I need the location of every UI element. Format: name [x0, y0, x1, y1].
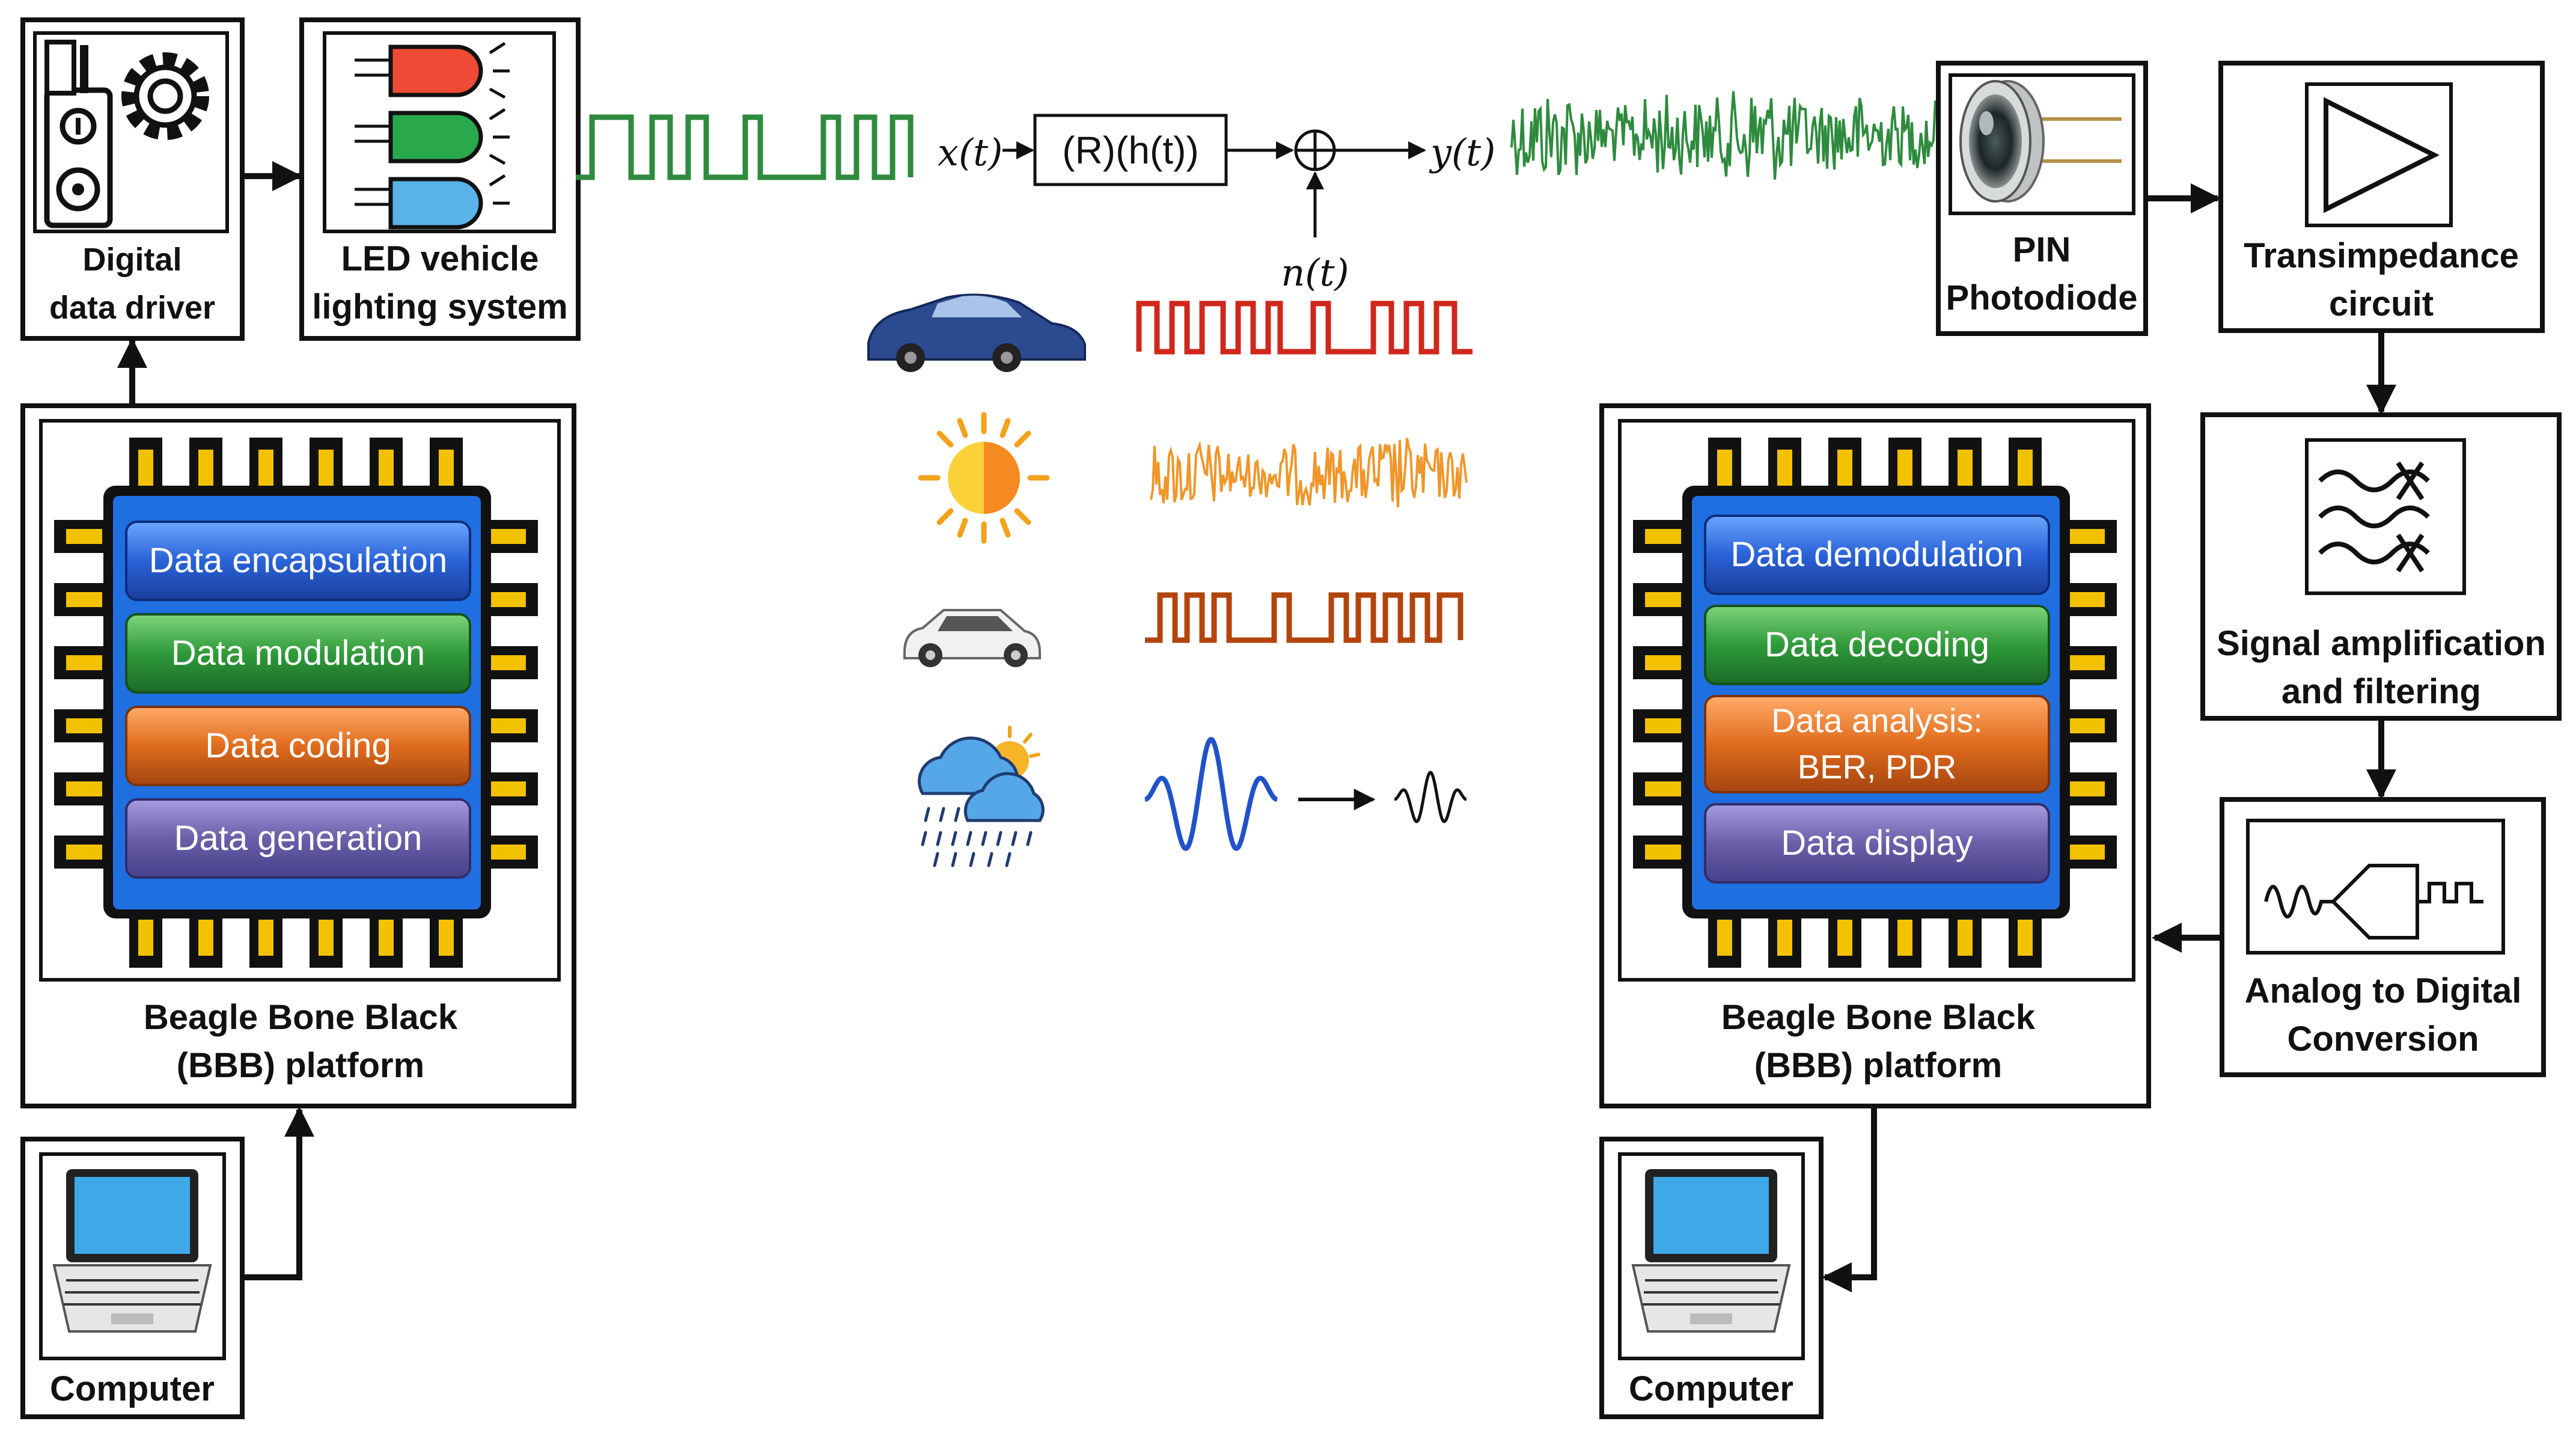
tx-layer-1: Data encapsulation: [125, 521, 471, 601]
filter-block: Signal amplification and filtering: [2200, 412, 2562, 721]
adc-label-line1: Analog to Digital: [2245, 971, 2522, 1010]
filter-label-line2: and filtering: [2281, 672, 2481, 711]
tx-layer-3: Data coding: [125, 706, 471, 786]
tx-layer-2: Data modulation: [125, 613, 471, 694]
tx-computer-block: Computer: [20, 1137, 245, 1419]
small-car-icon: [903, 609, 1041, 667]
noise-label: n(t): [1281, 251, 1349, 295]
summing-junction: [1294, 129, 1336, 171]
rx-bbb-label-line1: Beagle Bone Black: [1721, 998, 2036, 1037]
led-icon: [355, 41, 510, 230]
tx-layer-4-label: Data generation: [174, 819, 423, 858]
arrow-bbb-to-computer: [1822, 1106, 1877, 1292]
filter-icon: [2318, 461, 2430, 573]
car-icon: [867, 293, 1086, 372]
brown-square-wave: [1145, 592, 1463, 643]
tx-bbb-platform-block: Data encapsulation Data modulation Data …: [20, 403, 576, 1108]
tx-chip: [54, 438, 538, 968]
led-lighting-block: LED vehicle lighting system: [299, 17, 581, 341]
weather-icon: [918, 726, 1045, 867]
photodiode-label-line1: PIN: [2013, 230, 2071, 269]
channel-model: x(t) (R)(h(t)) n(t) y(t): [576, 91, 1937, 295]
adc-block: Analog to Digital Conversion: [2220, 797, 2546, 1077]
rx-layer-3-label-line2: BER, PDR: [1798, 748, 1957, 786]
tx-layer-4: Data generation: [125, 798, 471, 879]
rx-layer-3: Data analysis: BER, PDR: [1704, 695, 2050, 793]
gear-icon: [44, 40, 209, 228]
output-signal-label: y(t): [1429, 130, 1495, 174]
rx-computer-label: Computer: [1629, 1369, 1793, 1408]
weather-wave-large: [1144, 736, 1278, 851]
filter-label-line1: Signal amplification: [2217, 624, 2546, 663]
tx-layer-1-label: Data encapsulation: [149, 541, 448, 580]
photodiode-label-line2: Photodiode: [1946, 278, 2138, 317]
rx-computer-block: Computer: [1599, 1137, 1824, 1419]
adc-icon: [2264, 864, 2483, 940]
rx-bbb-platform-block: Data demodulation Data decoding Data ana…: [1599, 403, 2151, 1108]
input-signal-label: x(t): [938, 130, 1003, 174]
rx-layer-2-label: Data decoding: [1765, 625, 1989, 664]
sunlight-noise: [1150, 438, 1468, 508]
rx-layer-1-label: Data demodulation: [1731, 535, 2024, 574]
driver-label-line1: Digital: [82, 242, 182, 278]
photodiode-icon: [1959, 80, 2122, 203]
tx-bbb-label-line2: (BBB) platform: [177, 1046, 424, 1085]
red-square-wave: [1136, 301, 1473, 355]
rx-layer-1: Data demodulation: [1704, 515, 2050, 595]
led-label-line1: LED vehicle: [341, 239, 539, 278]
received-noisy-signal: [1510, 91, 1937, 180]
rx-layer-3-label-line1: Data analysis:: [1771, 701, 1983, 739]
tia-label-line1: Transimpedance: [2244, 236, 2519, 275]
photodiode-block: PIN Photodiode: [1936, 61, 2148, 336]
adc-label-line2: Conversion: [2287, 1019, 2479, 1059]
rx-layer-2: Data decoding: [1704, 605, 2050, 685]
rx-layer-4: Data display: [1704, 803, 2050, 884]
laptop-icon: [52, 1169, 212, 1333]
tx-layer-2-label: Data modulation: [171, 634, 425, 673]
driver-label-line2: data driver: [49, 290, 215, 326]
sun-icon: [918, 412, 1050, 544]
tia-block: Transimpedance circuit: [2218, 61, 2545, 333]
rx-layer-4-label: Data display: [1781, 823, 1973, 863]
led-label-line2: lighting system: [312, 287, 567, 326]
tx-bbb-label-line1: Beagle Bone Black: [144, 998, 458, 1037]
digital-data-driver-block: Digital data driver: [20, 17, 245, 341]
rx-bbb-label-line2: (BBB) platform: [1754, 1046, 2002, 1085]
amplifier-icon: [2324, 97, 2440, 213]
tia-label-line2: circuit: [2329, 284, 2434, 323]
weather-wave-small: [1394, 771, 1467, 823]
interference-sources: [867, 293, 1473, 867]
channel-response-label: (R)(h(t)): [1062, 129, 1198, 172]
arrow-computer-to-bbb: [242, 1107, 314, 1280]
laptop-icon: [1631, 1169, 1791, 1333]
tx-computer-label: Computer: [50, 1369, 215, 1408]
tx-square-wave: [576, 114, 914, 180]
tx-layer-3-label: Data coding: [205, 726, 391, 765]
